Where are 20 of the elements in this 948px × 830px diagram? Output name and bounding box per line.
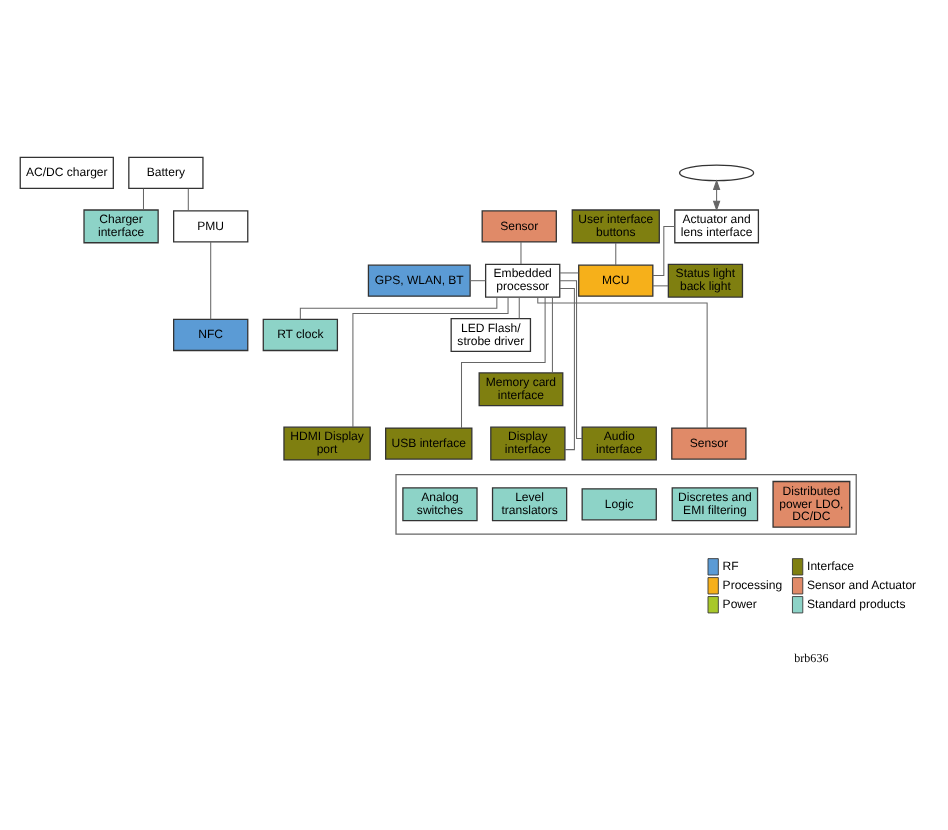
connector (299, 295, 498, 319)
connector (551, 295, 553, 373)
connector (352, 295, 509, 427)
connector (520, 240, 522, 264)
node-ellipse (678, 163, 755, 181)
connector (461, 295, 546, 428)
connector (559, 279, 583, 438)
connector (652, 224, 676, 276)
connector (210, 240, 212, 319)
connector (537, 295, 708, 428)
connector (559, 286, 575, 450)
connector (559, 271, 579, 273)
connector (187, 187, 189, 211)
arrow (712, 178, 721, 211)
connector (518, 295, 520, 318)
cluster (395, 472, 857, 534)
connector (142, 187, 144, 210)
connector (652, 284, 669, 286)
connector (469, 279, 486, 281)
connector (615, 241, 617, 265)
